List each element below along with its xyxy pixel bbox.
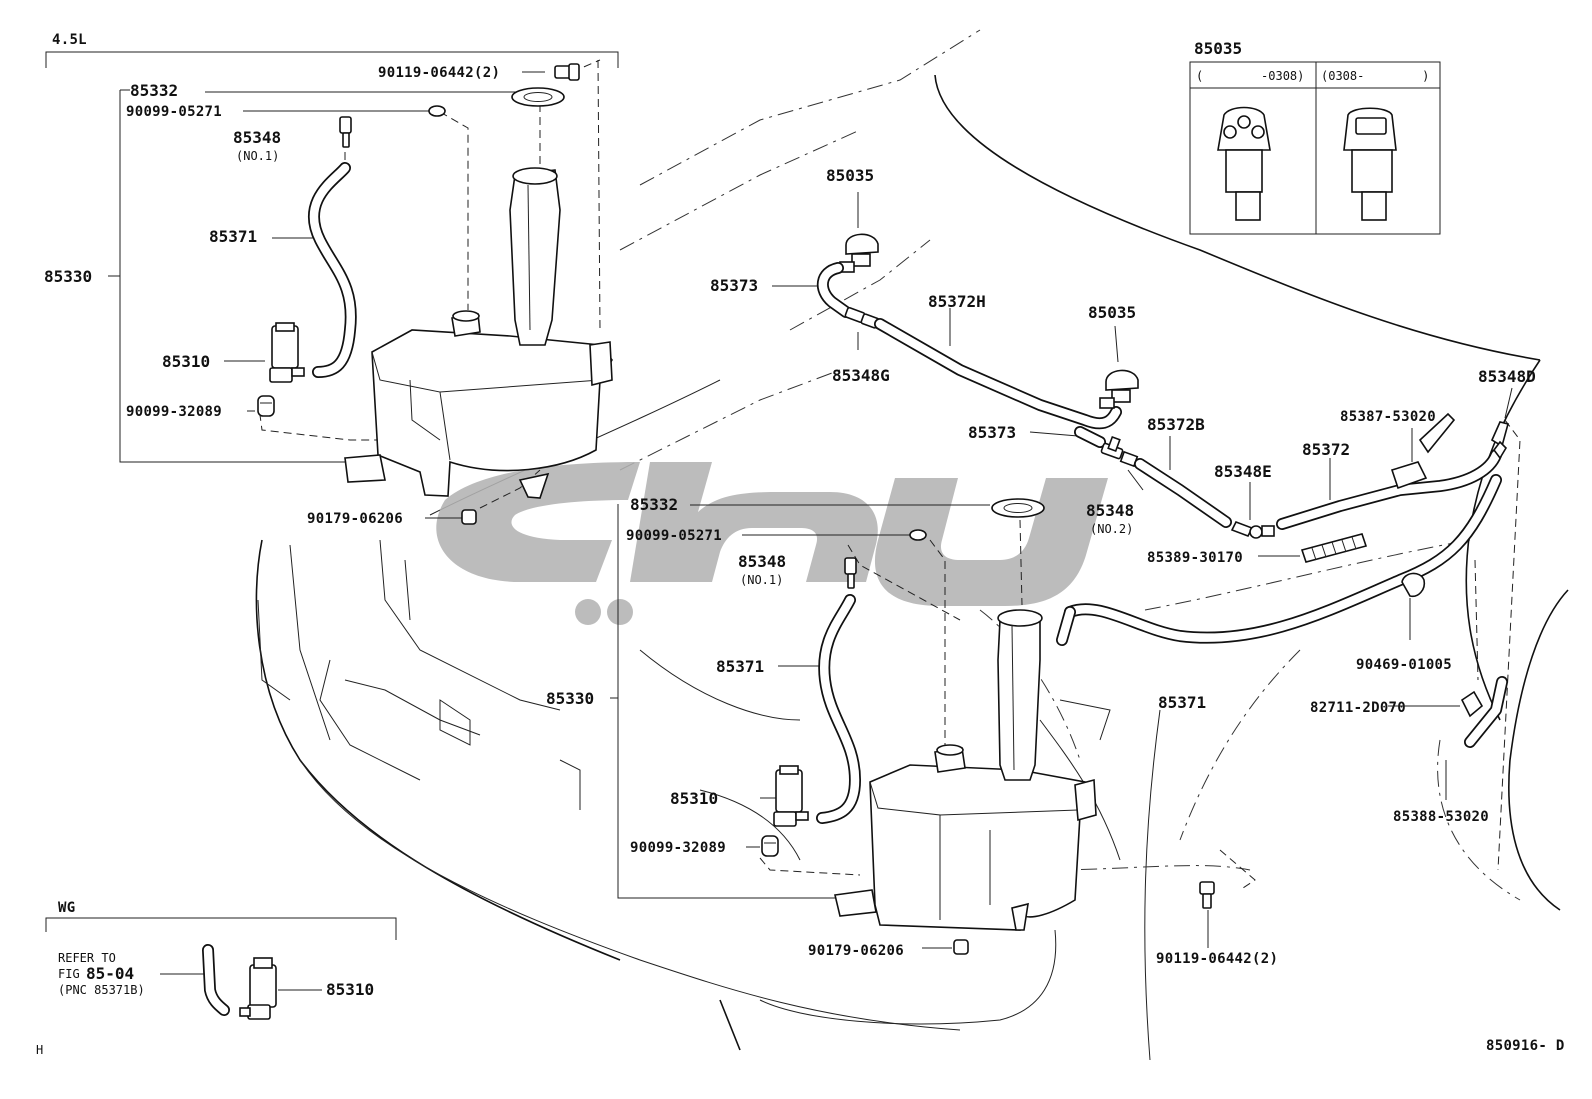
label-85371-mid: 85371 [716,657,764,676]
bolt-mid-icon [1199,881,1215,909]
label-85348-top: 85348 [233,128,281,147]
label-85371-right: 85371 [1158,693,1206,712]
label-82711: 82711-2D070 [1310,700,1406,716]
tee-joint-icon [1100,435,1139,468]
label-85348d: 85348D [1478,367,1536,386]
label-no1-top: (NO.1) [236,149,279,163]
label-clip-top: 90179-06206 [307,511,403,527]
label-85348e: 85348E [1214,462,1272,481]
joint-85348g-icon [844,306,880,329]
label-85389: 85389-30170 [1147,550,1243,566]
protector-sleeve-icon [1300,533,1368,563]
nozzle-variant-inset: 85035 ( -0308) (0308- ) [1189,39,1441,235]
label-85372b: 85372B [1147,415,1205,434]
joint-85348e-icon [1230,520,1275,539]
watermark-logo [436,462,1108,625]
label-85332-top: 85332 [130,81,178,100]
ref-line2-prefix: FIG [58,967,80,981]
label-grommet-top: 90099-05271 [126,104,222,120]
label-85330-top: 85330 [44,267,92,286]
washer-tank-icon [344,167,613,499]
gasket-mid-icon [991,498,1045,518]
label-no1-mid: (NO.1) [740,573,783,587]
clip-icon [461,509,477,525]
inset-part-no: 85035 [1194,39,1242,58]
label-85310-wg: 85310 [326,980,374,999]
hose-joint-mid-icon [844,557,857,589]
grommet-mid-icon [909,529,927,541]
label-no2-mid: (NO.2) [1090,522,1133,536]
ref-fig: 85-04 [86,964,134,983]
vehicle-body-outline [255,29,1569,1061]
label-bolt-mid: 90119-06442(2) [1156,951,1278,967]
label-bolt-top: 90119-06442(2) [378,65,500,81]
label-85310-mid: 85310 [670,789,718,808]
label-85388: 85388-53020 [1393,809,1489,825]
label-85310-top: 85310 [162,352,210,371]
plug-icon [257,395,275,417]
plug-mid-icon [761,835,779,857]
label-90469: 90469-01005 [1356,657,1452,673]
inset-col-left: ( -0308) [1196,69,1304,83]
label-85330-mid: 85330 [546,689,594,708]
hose-joint-icon [339,116,352,148]
label-plug-mid: 90099-32089 [630,840,726,856]
label-85372h: 85372H [928,292,986,311]
label-85332-mid: 85332 [630,495,678,514]
washer-pump-icon [269,322,305,383]
washer-pump-mid-icon [773,765,809,827]
clip-90469-icon [1401,572,1426,640]
corner-mark: H [36,1043,43,1057]
clamp-85387-icon [1390,412,1456,490]
nozzle-new-icon [1343,107,1397,221]
washer-pump-wg-icon [239,957,277,1020]
wg-section: WG REFER TO FIG 85-04 (PNC 85371B) 85310 [45,900,397,1020]
center-tank-section: 85332 90099-05271 85348 (NO.1) 85371 853… [546,495,1278,967]
label-85348g: 85348G [832,366,890,385]
nozzle-icon-b [1099,369,1139,409]
footer-code: 850916- D [1486,1038,1565,1054]
label-85348-mid2: 85348 [738,552,786,571]
label-plug-top: 90099-32089 [126,404,222,420]
gasket-icon [511,87,565,107]
clip-82711-icon [1460,690,1484,718]
label-grommet-mid: 90099-05271 [626,528,722,544]
engine-4-5l-section: 4.5L [44,32,619,527]
inset-col-right: (0308- ) [1321,69,1429,83]
label-clip-mid: 90179-06206 [808,943,904,959]
label-85373-a: 85373 [710,276,758,295]
label-85387: 85387-53020 [1340,409,1436,425]
ref-line3: (PNC 85371B) [58,983,145,997]
nozzle-icon-a [839,233,879,273]
label-85372: 85372 [1302,440,1350,459]
grommet-icon [428,105,446,117]
washer-tank-mid-icon [834,609,1097,931]
ref-line1: REFER TO [58,951,116,965]
label-85371-top: 85371 [209,227,257,246]
label-85035-a: 85035 [826,166,874,185]
engine-label: 4.5L [52,32,87,48]
wg-label: WG [58,900,75,916]
label-85373-b: 85373 [968,423,1016,442]
bolt-icon [554,63,580,81]
label-85035-b: 85035 [1088,303,1136,322]
clip-mid-icon [953,939,969,955]
joint-85348d-icon [1490,421,1509,460]
label-85348-mid: 85348 [1086,501,1134,520]
nozzle-old-icon [1217,106,1271,221]
hood-washer-hoses: 85035 85373 85372H 85348G 85035 85373 85… [710,166,1536,871]
